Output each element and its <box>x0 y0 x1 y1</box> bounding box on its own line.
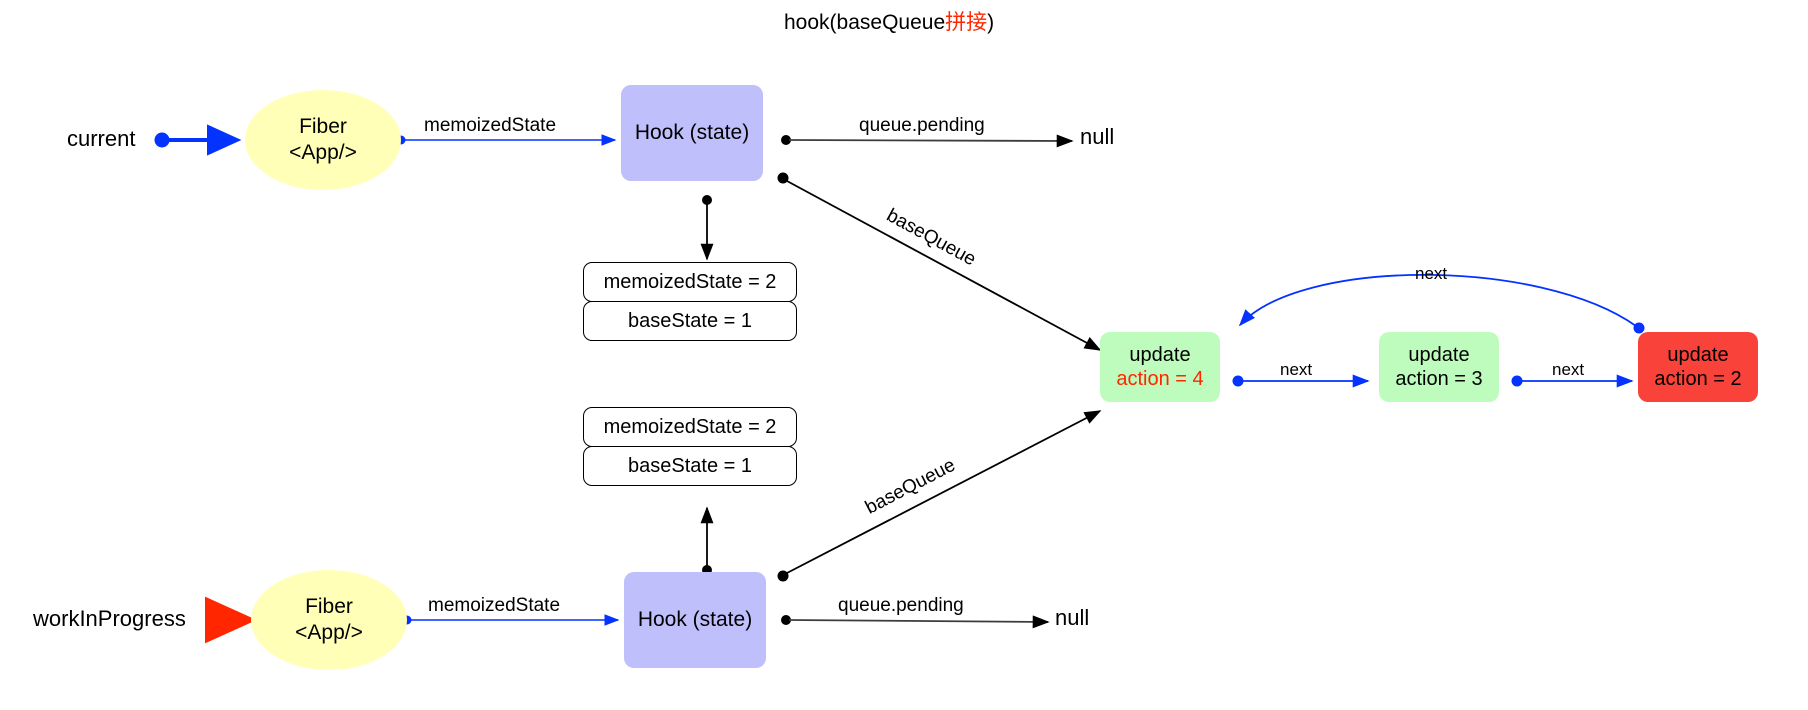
diagram-title: hook(baseQueue拼接) <box>784 6 994 36</box>
state-row-basestate: baseState = 1 <box>583 301 797 341</box>
update-action: action = 2 <box>1654 368 1742 390</box>
fiber-node-current[interactable]: Fiber <App/> <box>245 90 401 190</box>
edge-label-memoizedstate-bottom: memoizedState <box>428 595 561 616</box>
state-row-memoized: memoizedState = 2 <box>583 407 797 447</box>
edge-hook-top-basequeue <box>786 180 1102 351</box>
title-prefix: hook(baseQueue <box>784 11 946 34</box>
hook-node-workinprogress[interactable]: Hook (state) <box>624 572 766 668</box>
update-node-action-4[interactable]: update action = 4 <box>1100 332 1220 402</box>
edge-hook-bottom-basequeue <box>786 410 1102 574</box>
state-table-workinprogress: memoizedState = 2 baseState = 1 <box>583 407 797 486</box>
update-action: action = 3 <box>1395 368 1483 390</box>
state-row-basestate: baseState = 1 <box>583 446 797 486</box>
update-title: update <box>1408 343 1470 366</box>
edge-hook-top-to-null <box>788 134 1074 148</box>
fiber-wip-line1: Fiber <box>305 595 353 619</box>
update-title: update <box>1129 343 1191 366</box>
title-suffix: ) <box>987 11 995 34</box>
fiber-current-line1: Fiber <box>299 115 347 139</box>
edge-label-queue-pending-top: queue.pending <box>859 115 985 136</box>
fiber-wip-line2: <App/> <box>295 621 363 644</box>
fiber-current-line2: <App/> <box>289 141 357 164</box>
hook-top-state-dot <box>702 195 712 205</box>
update3-next-dot <box>1633 322 1645 334</box>
label-null-top: null <box>1080 124 1115 149</box>
fiber-node-workinprogress[interactable]: Fiber <App/> <box>251 570 407 670</box>
title-chinese: 拼接 <box>945 11 988 34</box>
hook-top-basequeue-dot <box>777 172 789 184</box>
edge-label-next-2: next <box>1552 360 1585 379</box>
edge-label-basequeue-top: baseQueue <box>882 205 980 271</box>
wip-origin-dot <box>207 611 225 629</box>
update-action: action = 4 <box>1116 368 1204 390</box>
label-current: current <box>67 126 136 151</box>
state-row-memoized: memoizedState = 2 <box>583 262 797 302</box>
edge-label-memoizedstate-top: memoizedState <box>424 115 557 136</box>
label-work-in-progress: workInProgress <box>33 606 186 631</box>
state-table-current: memoizedState = 2 baseState = 1 <box>583 262 797 341</box>
hook-bottom-queue-dot <box>781 615 791 625</box>
update-title: update <box>1667 343 1729 366</box>
current-origin-dot <box>154 132 170 148</box>
hook-current-label: Hook (state) <box>634 121 750 145</box>
update-node-action-3[interactable]: update action = 3 <box>1379 332 1499 402</box>
update2-next-dot <box>1511 375 1523 387</box>
hook-bottom-basequeue-dot <box>777 570 789 582</box>
edge-label-next-curved: next <box>1415 264 1448 283</box>
edge-label-next-1: next <box>1280 360 1313 379</box>
hook-wip-label: Hook (state) <box>637 608 753 632</box>
hook-top-queue-dot <box>781 135 791 145</box>
edge-label-basequeue-bottom: baseQueue <box>862 454 959 519</box>
edge-hook-bottom-to-null <box>788 615 1050 629</box>
update-node-action-2[interactable]: update action = 2 <box>1638 332 1758 402</box>
hook-node-current[interactable]: Hook (state) <box>621 85 763 181</box>
label-null-bottom: null <box>1055 605 1090 630</box>
update1-next-dot <box>1232 375 1244 387</box>
edge-label-queue-pending-bottom: queue.pending <box>838 595 964 616</box>
